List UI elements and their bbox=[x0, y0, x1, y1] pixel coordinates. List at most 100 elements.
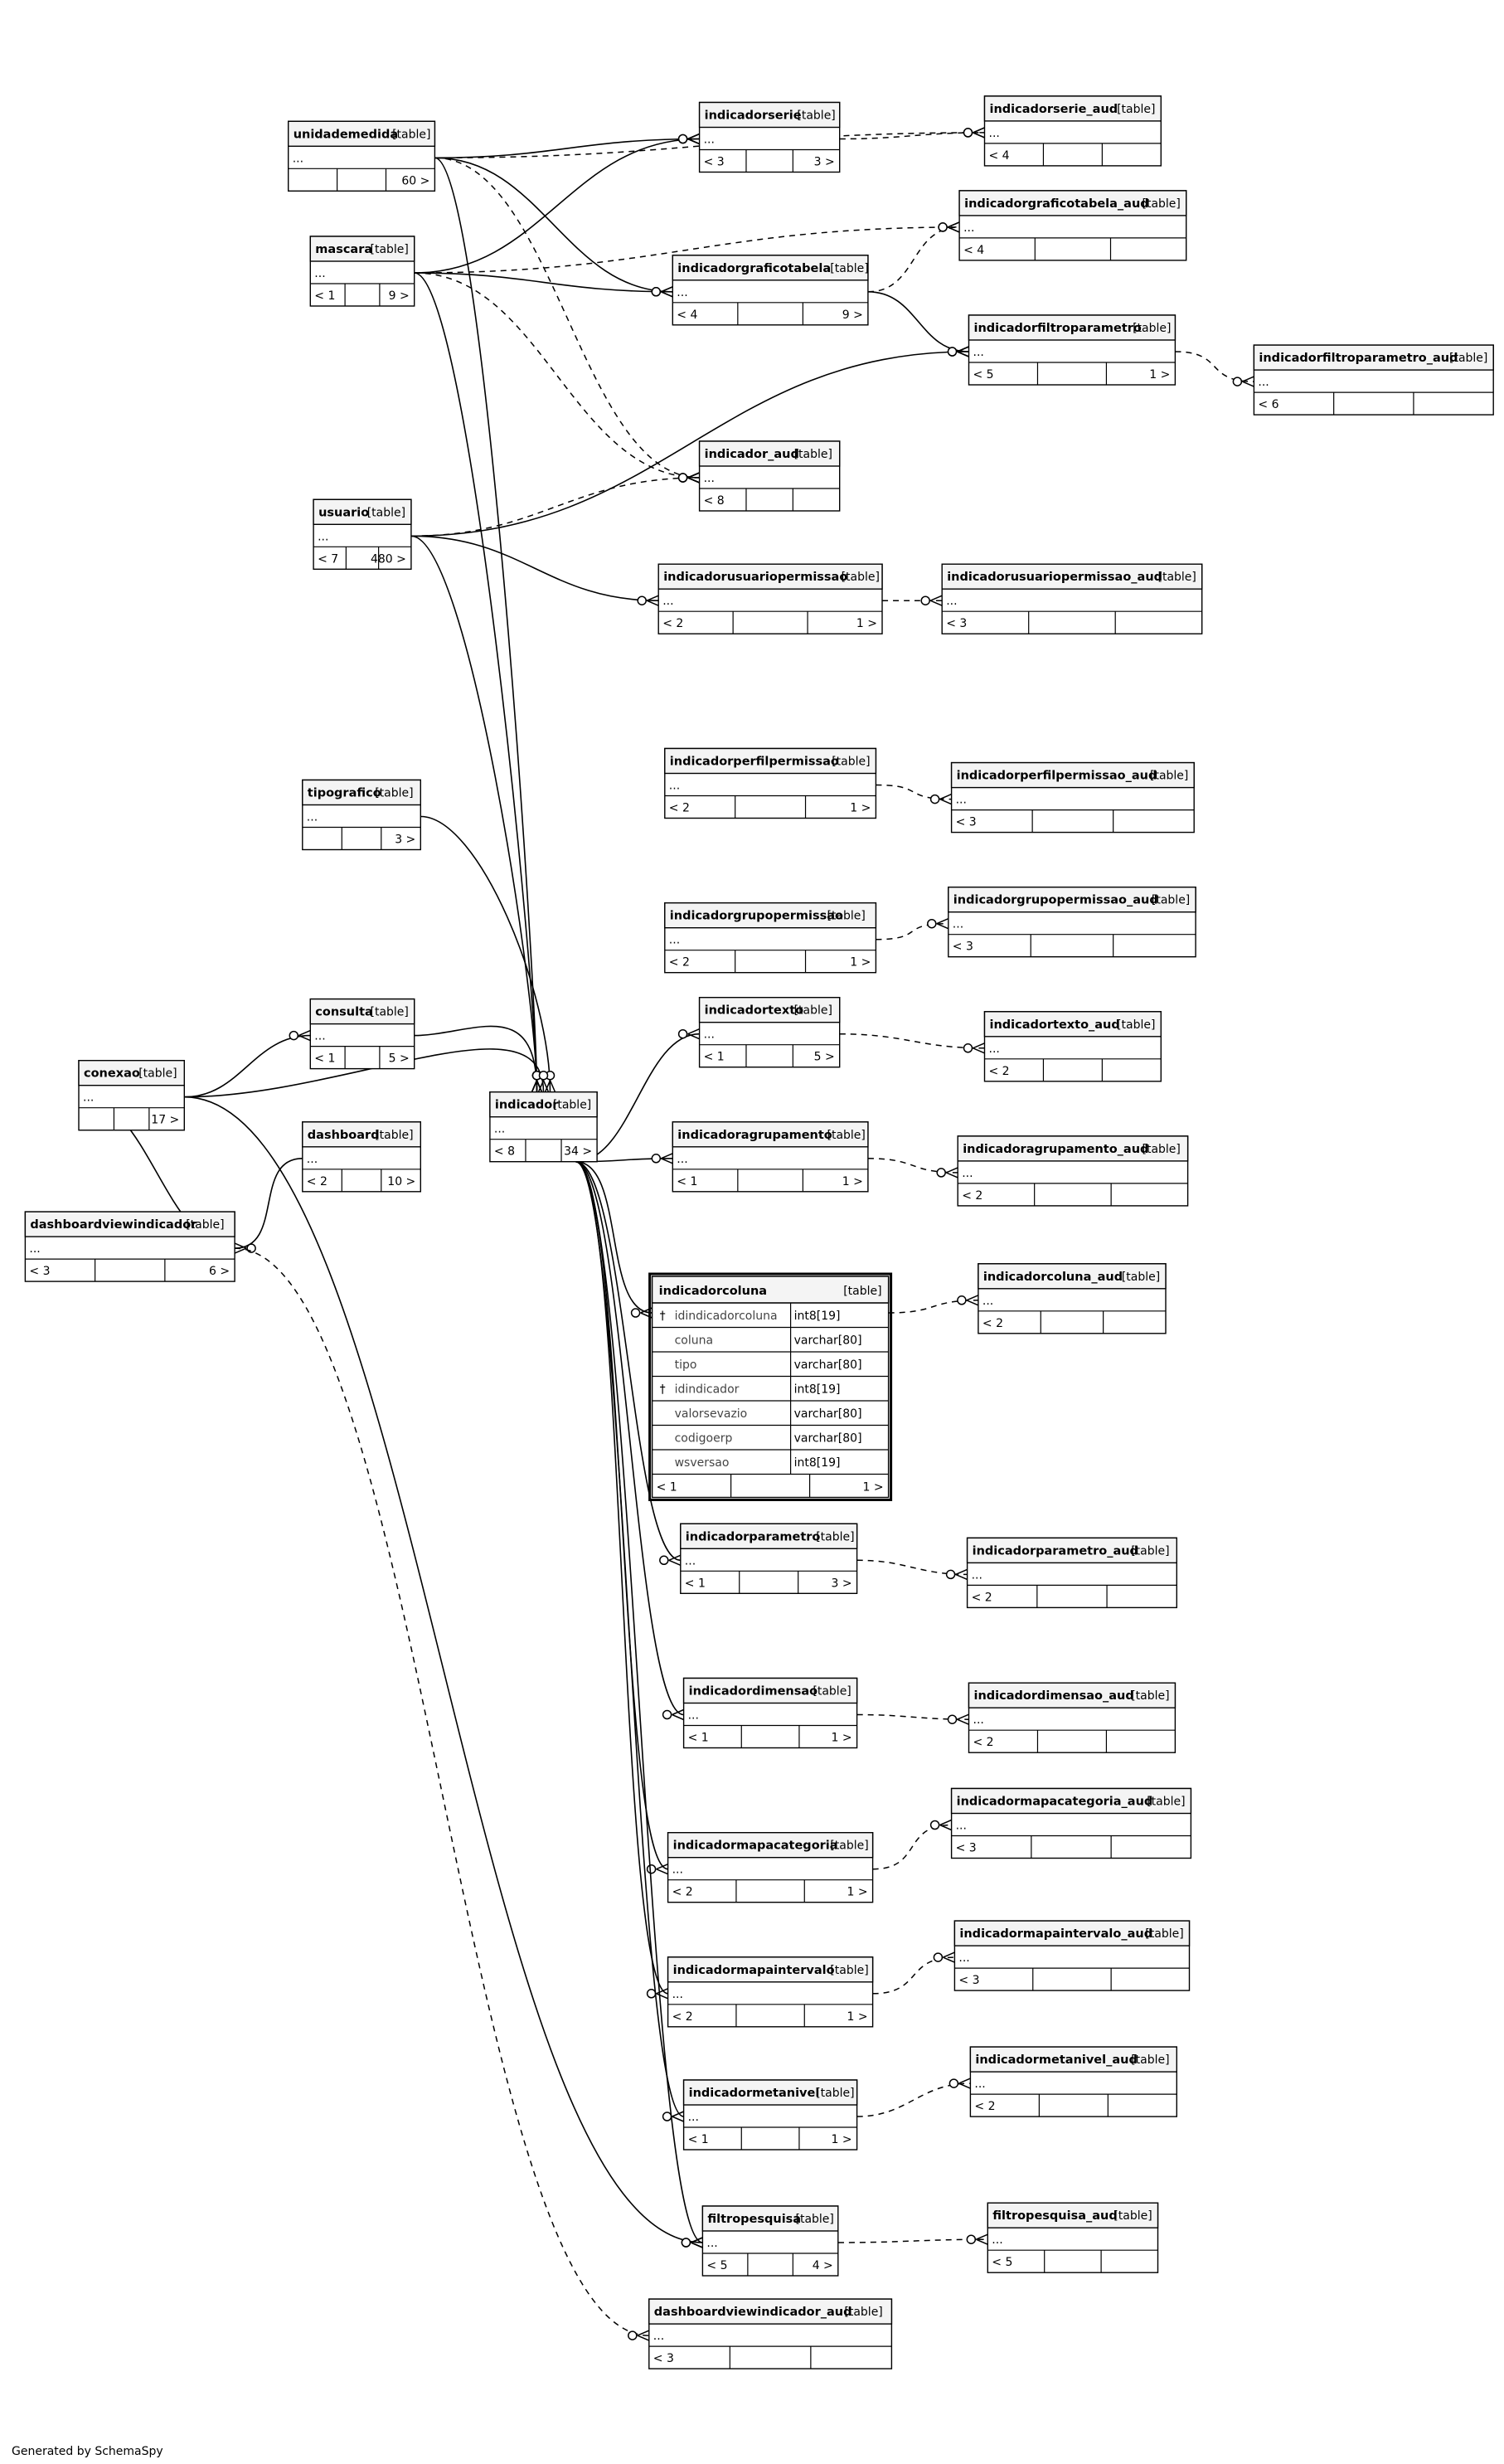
crows-foot-marker bbox=[939, 793, 952, 800]
entity-indicadorcoluna_aud[interactable]: indicadorcoluna_aud[table]...< 2 bbox=[978, 1263, 1167, 1334]
optional-marker bbox=[936, 1168, 946, 1178]
columns-ellipsis: ... bbox=[669, 934, 680, 947]
entity-type-tag: [table] bbox=[1147, 1796, 1185, 1809]
relationship-usuario-to-indicador bbox=[410, 535, 538, 1092]
entity-name: indicadorusuariopermissao bbox=[663, 571, 847, 584]
columns-ellipsis: ... bbox=[307, 811, 318, 824]
crows-foot-marker bbox=[687, 477, 700, 484]
relationship-conexao-to-indicador bbox=[184, 1048, 545, 1098]
entity-name: indicador_aud bbox=[705, 448, 799, 461]
entity-unidademedida[interactable]: unidademedida[table]...60 > bbox=[288, 120, 436, 192]
parents-count: < 3 bbox=[704, 156, 725, 169]
entity-indicadortexto_aud[interactable]: indicadortexto_aud[table]...< 2 bbox=[983, 1011, 1162, 1082]
entity-indicador_aud[interactable]: indicador_aud[table]...< 8 bbox=[698, 440, 841, 512]
entity-indicadoragrupamento_aud[interactable]: indicadoragrupamento_aud[table]...< 2 bbox=[957, 1135, 1189, 1207]
entity-filtropesquisa_aud[interactable]: filtropesquisa_aud[table]...< 5 bbox=[987, 2202, 1159, 2273]
entity-conexao[interactable]: conexao[table]...17 > bbox=[78, 1059, 186, 1131]
entity-indicadormetanivel_aud[interactable]: indicadormetanivel_aud[table]...< 2 bbox=[969, 2046, 1178, 2117]
crows-foot-marker bbox=[668, 1559, 682, 1566]
entity-header bbox=[969, 2046, 1178, 2073]
entity-header bbox=[953, 1920, 1191, 1946]
columns-ellipsis: ... bbox=[677, 286, 687, 299]
entity-name: indicadorperfilpermissao_aud bbox=[957, 770, 1157, 783]
children-count: 1 > bbox=[832, 1732, 852, 1745]
entity-name: indicadortexto bbox=[705, 1004, 804, 1018]
entity-name: dashboard bbox=[308, 1129, 380, 1142]
entity-name: indicadorserie_aud bbox=[990, 103, 1118, 116]
entity-indicadormapaintervalo_aud[interactable]: indicadormapaintervalo_aud[table]...< 3 bbox=[953, 1920, 1191, 1991]
entity-indicadorparametro_aud[interactable]: indicadorparametro_aud[table]...< 2 bbox=[966, 1537, 1177, 1609]
entity-header bbox=[309, 236, 415, 262]
crows-foot-marker bbox=[687, 133, 700, 140]
crows-foot-marker bbox=[234, 1242, 247, 1249]
crows-foot-marker bbox=[955, 1573, 968, 1581]
entity-header bbox=[667, 1831, 874, 1859]
entity-header bbox=[968, 1682, 1177, 1708]
entity-indicadormapacategoria_aud[interactable]: indicadormapacategoria_aud[table]...< 3 bbox=[950, 1787, 1192, 1859]
crows-foot-marker bbox=[656, 1864, 668, 1870]
entity-indicadorgrupopermissao_aud[interactable]: indicadorgrupopermissao_aud[table]...< 3 bbox=[948, 886, 1196, 958]
column-name: coluna bbox=[675, 1334, 713, 1348]
entity-indicadorcoluna[interactable]: indicadorcoluna[table]†idindicadorcoluna… bbox=[648, 1272, 893, 1501]
entity-header bbox=[966, 1537, 1177, 1564]
entity-type-tag: [table] bbox=[1143, 1143, 1181, 1156]
columns-ellipsis: ... bbox=[704, 1028, 715, 1042]
crows-foot-marker bbox=[687, 1028, 700, 1035]
column-type: varchar[80] bbox=[794, 1358, 862, 1372]
parents-count: < 1 bbox=[688, 1732, 709, 1745]
entity-indicadorfiltroparametro_aud[interactable]: indicadorfiltroparametro_aud[table]...< … bbox=[1253, 344, 1494, 416]
entity-indicadorserie_aud[interactable]: indicadorserie_aud[table]...< 4 bbox=[983, 95, 1162, 167]
children-count: 6 > bbox=[209, 1265, 230, 1278]
entity-tipografico[interactable]: tipografico[table]...3 > bbox=[302, 779, 421, 851]
crows-foot-marker bbox=[646, 595, 659, 601]
entity-indicadorusuariopermissao_aud[interactable]: indicadorusuariopermissao_aud[table]...<… bbox=[941, 563, 1203, 634]
parents-count: < 5 bbox=[706, 2259, 727, 2272]
entity-type-tag: [table] bbox=[1117, 103, 1155, 116]
entity-dashboardviewindicador_aud[interactable]: dashboardviewindicador_aud[table]...< 3 bbox=[648, 2298, 893, 2369]
entity-header bbox=[657, 563, 883, 590]
columns-ellipsis: ... bbox=[956, 1820, 967, 1833]
entity-name: indicadormapacategoria_aud bbox=[957, 1796, 1153, 1809]
relationship-unidademedida-to-indicadorgraficotabela bbox=[434, 157, 673, 293]
entity-header bbox=[664, 747, 877, 775]
entity-name: dashboardviewindicador bbox=[30, 1218, 197, 1232]
parents-count: < 2 bbox=[669, 956, 690, 970]
relationship-indicadormapacategoria-to-indicadormapacategoria_aud bbox=[872, 1824, 952, 1870]
columns-ellipsis: ... bbox=[314, 1030, 325, 1043]
children-count: 1 > bbox=[832, 2133, 852, 2146]
parents-count: < 6 bbox=[1258, 398, 1278, 411]
entity-header bbox=[672, 1121, 869, 1148]
entity-tables: unidademedida[table]...60 > mascara[table… bbox=[24, 95, 1494, 2369]
parents-count: < 2 bbox=[972, 1591, 992, 1604]
relationship-indicadorgraficotabela-to-indicadorgraficotabela_aud bbox=[867, 226, 960, 293]
entity-indicadorperfilpermissao_aud[interactable]: indicadorperfilpermissao_aud[table]...< … bbox=[950, 761, 1195, 833]
relationship-indicador-to-indicadormetanivel bbox=[575, 1160, 684, 2117]
crows-foot-marker bbox=[958, 2082, 971, 2089]
entity-header bbox=[698, 996, 841, 1023]
children-count: 1 > bbox=[856, 617, 877, 630]
entity-indicadorgraficotabela_aud[interactable]: indicadorgraficotabela_aud[table]...< 4 bbox=[958, 190, 1187, 261]
relationship-mascara-to-indicadorserie bbox=[414, 138, 700, 274]
entity-type-tag: [table] bbox=[794, 1004, 832, 1018]
entity-indicadordimensao_aud[interactable]: indicadordimensao_aud[table]...< 2 bbox=[968, 1682, 1177, 1753]
